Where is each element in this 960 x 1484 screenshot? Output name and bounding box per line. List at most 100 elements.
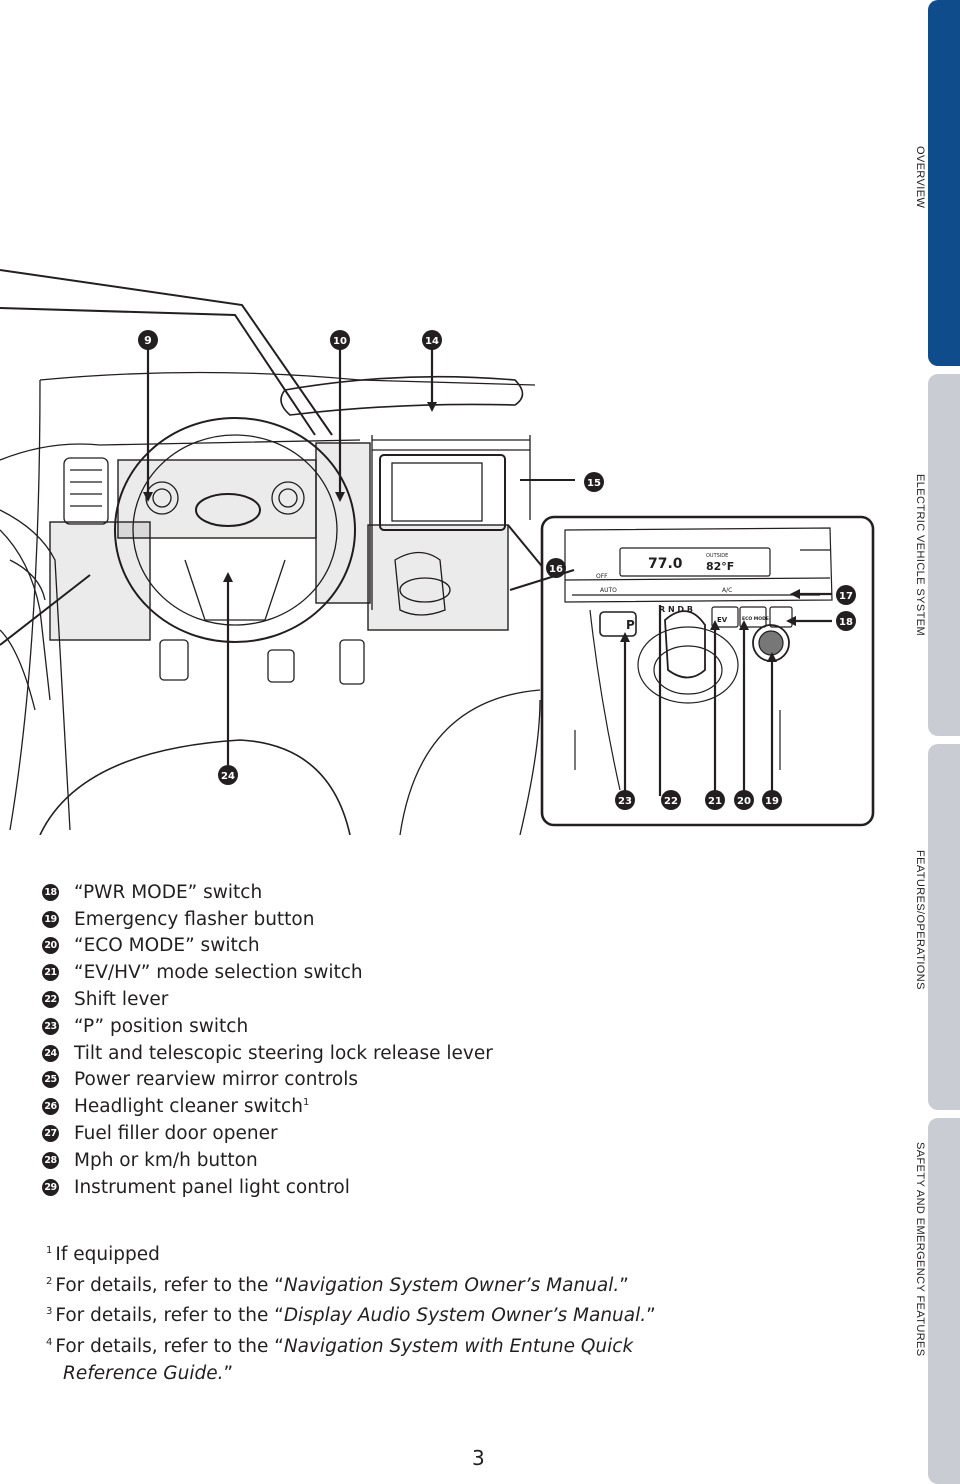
svg-text:14: 14	[425, 336, 439, 347]
section-tabs: OVERVIEW ELECTRIC VEHICLE SYSTEM FEATURE…	[914, 0, 960, 1484]
footnote-4-continued: Reference Guide.”	[63, 1362, 234, 1384]
left-panel-highlight-box	[49, 521, 151, 641]
callout-leaders	[146, 346, 832, 796]
legend-item: 27 Fuel filler door opener	[42, 1120, 493, 1147]
legend-text: “PWR MODE” switch	[74, 881, 263, 903]
footnote-ref: 1	[302, 1097, 310, 1109]
legend-item: 25 Power rearview mirror controls	[42, 1067, 493, 1094]
legend-number: 23	[42, 1017, 59, 1035]
legend-text: Emergency flasher button	[74, 908, 315, 930]
steering-wheel-rim	[114, 417, 356, 643]
callout-9: 9	[138, 330, 158, 350]
svg-text:19: 19	[765, 796, 779, 807]
legend-number: 20	[42, 937, 59, 955]
callout-21: 21	[705, 790, 725, 810]
button-park: P	[626, 618, 635, 632]
svg-text:23: 23	[618, 796, 632, 807]
legend-number: 27	[42, 1125, 59, 1143]
callout-16: 16	[546, 558, 566, 578]
display-outside-label: OUTSIDE	[706, 553, 728, 559]
legend-number: 25	[42, 1071, 59, 1089]
inset-panel: 77.0 OUTSIDE 82°F OFF AUTO A/C EV ECO MO…	[540, 515, 875, 827]
svg-text:10: 10	[333, 336, 347, 347]
button-auto: AUTO	[600, 587, 617, 594]
component-legend: 18 “PWR MODE” switch 19 Emergency flasher …	[42, 879, 493, 1201]
tab-overview-label: OVERVIEW	[914, 146, 926, 209]
legend-text: “ECO MODE” switch	[74, 935, 260, 957]
tab-features-operations[interactable]: FEATURES/OPERATIONS	[914, 744, 960, 1110]
svg-text:16: 16	[549, 564, 563, 575]
callout-15: 15	[584, 472, 604, 492]
svg-text:22: 22	[664, 796, 678, 807]
legend-text: Fuel filler door opener	[74, 1123, 278, 1145]
page-number: 3	[472, 1446, 485, 1470]
tab-ev-system-label: ELECTRIC VEHICLE SYSTEM	[914, 474, 926, 637]
callout-24: 24	[218, 765, 238, 785]
tab-safety-label: SAFETY AND EMERGENCY FEATURES	[914, 1142, 926, 1357]
legend-item: 19 Emergency flasher button	[42, 906, 493, 933]
button-ac: A/C	[722, 587, 732, 594]
legend-number: 26	[42, 1098, 59, 1116]
gear-positions: R N D B	[659, 605, 693, 614]
legend-item: 28 Mph or km/h button	[42, 1147, 493, 1174]
legend-number: 19	[42, 910, 59, 928]
dashboard-drawing: 77.0 OUTSIDE 82°F OFF AUTO A/C EV ECO MO…	[0, 269, 875, 835]
legend-text: Headlight cleaner switch1	[74, 1096, 310, 1118]
legend-text: Mph or km/h button	[74, 1149, 258, 1171]
svg-text:20: 20	[737, 796, 751, 807]
legend-text: Instrument panel light control	[74, 1176, 350, 1198]
legend-number: 22	[42, 991, 59, 1009]
callout-10: 10	[330, 330, 350, 350]
legend-text: “P” position switch	[74, 1015, 249, 1037]
tab-overview[interactable]: OVERVIEW	[914, 0, 960, 366]
steering-wheel-emblem	[195, 493, 261, 527]
callout-20: 20	[734, 790, 754, 810]
legend-number: 28	[42, 1151, 59, 1169]
display-outside-temp: 82°F	[706, 560, 734, 573]
legend-number: 21	[42, 964, 59, 982]
legend-item: 21 “EV/HV” mode selection switch	[42, 959, 493, 986]
center-display	[379, 454, 506, 531]
callout-19: 19	[762, 790, 782, 810]
steering-highlight-box	[117, 459, 317, 539]
svg-text:15: 15	[587, 478, 601, 489]
tab-safety-emergency[interactable]: SAFETY AND EMERGENCY FEATURES	[914, 1118, 960, 1484]
svg-text:17: 17	[839, 591, 853, 602]
callout-circles: 9 10 14 15 16 17 18 19 20 21 22 23 24	[138, 330, 856, 810]
console-highlight-box	[367, 524, 509, 631]
svg-text:21: 21	[708, 796, 722, 807]
column-highlight-box	[315, 442, 371, 604]
legend-text: Shift lever	[74, 989, 169, 1011]
legend-item: 23 “P” position switch	[42, 1013, 493, 1040]
svg-text:9: 9	[144, 334, 152, 347]
legend-item: 26 Headlight cleaner switch1	[42, 1093, 493, 1120]
callout-23: 23	[615, 790, 635, 810]
legend-item: 20 “ECO MODE” switch	[42, 933, 493, 960]
legend-number: 18	[42, 883, 59, 901]
callout-arrowheads	[143, 402, 800, 662]
tab-electric-vehicle-system[interactable]: ELECTRIC VEHICLE SYSTEM	[914, 374, 960, 736]
svg-text:24: 24	[221, 771, 235, 782]
legend-number: 29	[42, 1178, 59, 1196]
callout-18: 18	[836, 611, 856, 631]
callout-14: 14	[422, 330, 442, 350]
legend-text: “EV/HV” mode selection switch	[74, 962, 363, 984]
callout-22: 22	[661, 790, 681, 810]
button-ev: EV	[717, 616, 728, 624]
legend-item: 22 Shift lever	[42, 986, 493, 1013]
dash-top-line	[39, 371, 536, 386]
legend-text: Power rearview mirror controls	[74, 1069, 359, 1091]
legend-item: 18 “PWR MODE” switch	[42, 879, 493, 906]
button-eco: ECO MODE	[742, 616, 769, 622]
tab-features-label: FEATURES/OPERATIONS	[914, 850, 926, 990]
dashboard-illustration: 77.0 OUTSIDE 82°F OFF AUTO A/C EV ECO MO…	[0, 230, 880, 835]
legend-text: Tilt and telescopic steering lock releas…	[74, 1042, 493, 1064]
legend-item: 24 Tilt and telescopic steering lock rele…	[42, 1040, 493, 1067]
callout-17: 17	[836, 585, 856, 605]
svg-text:18: 18	[839, 617, 853, 628]
legend-number: 24	[42, 1044, 59, 1062]
